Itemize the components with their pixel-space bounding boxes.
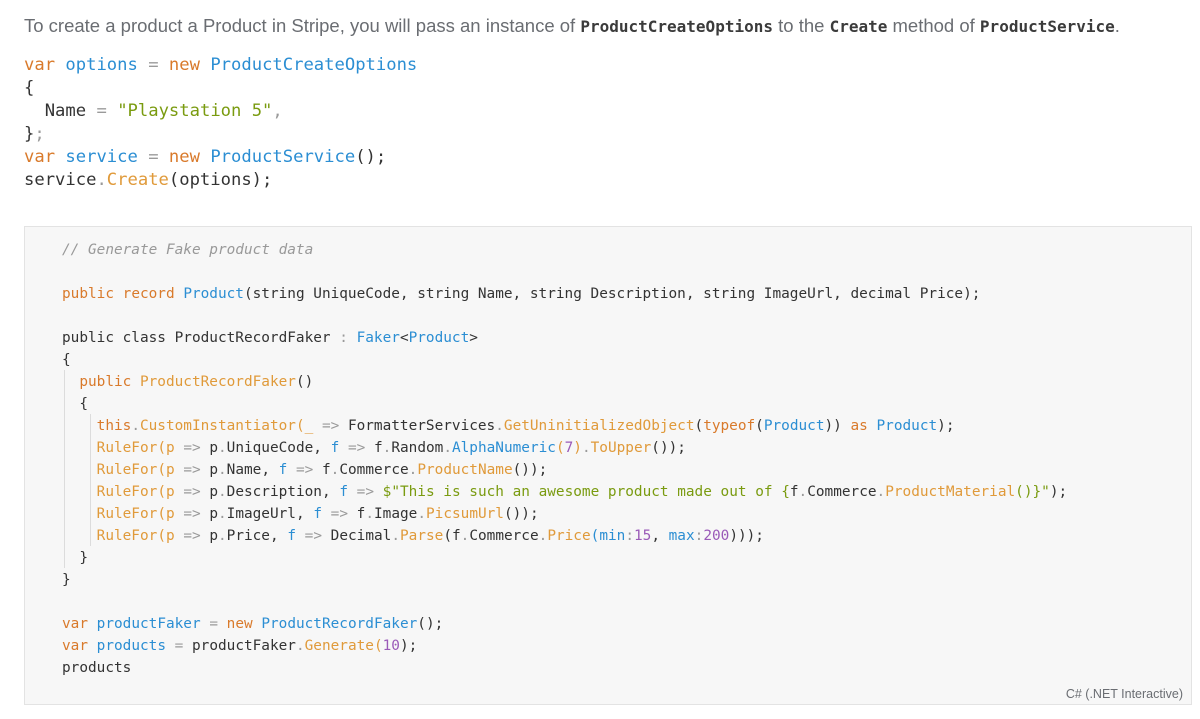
cell-editor[interactable]: // Generate Fake product data public rec… [62,239,1067,679]
code-line: { [24,78,35,98]
code-line: var service = new ProductService(); [24,147,387,167]
inline-code: Create [829,17,888,36]
example-code-snippet: var options = new ProductCreateOptions {… [24,54,417,192]
intro-text: To create a product a Product in Stripe,… [24,15,581,36]
code-line: public ProductRecordFaker() [79,374,314,390]
code-comment: // Generate Fake product data [62,242,314,258]
code-line: { [79,396,88,412]
code-line: RuleFor(p => p.Price, f => Decimal.Parse… [96,528,764,544]
code-line: service.Create(options); [24,170,273,190]
code-line: RuleFor(p => p.Description, f => $"This … [96,484,1068,500]
code-line: products [62,660,132,676]
code-line: var productFaker = new ProductRecordFake… [62,616,444,632]
indent-guide [90,414,91,546]
indent-guide [64,370,65,568]
code-line: RuleFor(p => p.UniqueCode, f => f.Random… [96,440,686,456]
intro-text: method of [887,15,980,36]
inline-code: ProductService [979,17,1115,36]
code-line: var products = productFaker.Generate(10)… [62,638,418,654]
intro-paragraph: To create a product a Product in Stripe,… [24,13,1184,40]
code-line: Name = "Playstation 5", [44,101,283,121]
code-line: } [62,572,71,588]
code-line: public class ProductRecordFaker : Faker<… [62,330,478,346]
language-label[interactable]: C# (.NET Interactive) [1065,687,1183,701]
code-line: } [79,550,88,566]
intro-text: . [1114,15,1120,36]
code-line: this.CustomInstantiator(_ => FormatterSe… [96,418,955,434]
code-line: RuleFor(p => p.ImageUrl, f => f.Image.Pi… [96,506,539,522]
inline-code: ProductCreateOptions [580,17,773,36]
code-line: var options = new ProductCreateOptions [24,55,418,75]
code-line: RuleFor(p => p.Name, f => f.Commerce.Pro… [96,462,548,478]
code-line: public record Product(string UniqueCode,… [62,286,981,302]
code-line: }; [24,124,45,144]
notebook-code-cell[interactable]: // Generate Fake product data public rec… [24,226,1192,705]
intro-text: to the [772,15,830,36]
code-line: { [62,352,71,368]
